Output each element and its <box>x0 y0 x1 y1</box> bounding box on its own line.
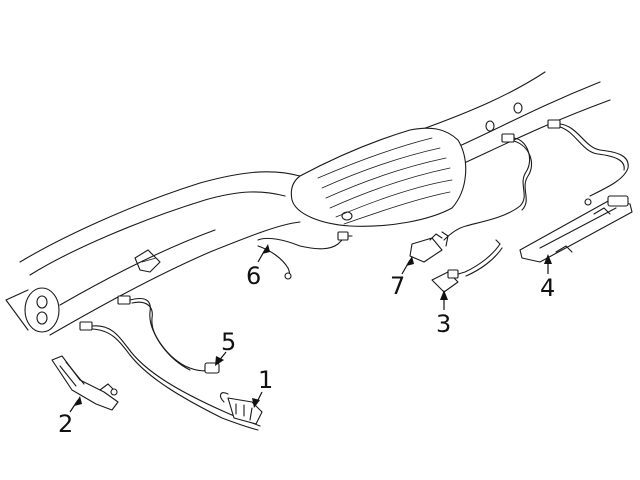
part-5-oxygen-sensor <box>117 295 220 374</box>
callout-labels: 1 2 3 4 5 6 7 <box>58 262 555 438</box>
part-6-oxygen-sensor <box>257 231 353 280</box>
callout-4: 4 <box>540 274 555 302</box>
callout-7: 7 <box>390 272 405 300</box>
callout-leaders <box>69 244 552 413</box>
part-7-and-3-sensor-harness <box>409 133 532 293</box>
exhaust-pipe-assembly <box>5 71 611 336</box>
callout-1: 1 <box>258 366 273 394</box>
callout-3: 3 <box>436 310 451 338</box>
callout-5: 5 <box>221 328 236 356</box>
callout-2: 2 <box>58 410 73 438</box>
part-4-sensor-and-shield <box>519 119 633 263</box>
callout-6: 6 <box>246 262 261 290</box>
part-2-bracket <box>51 355 119 411</box>
